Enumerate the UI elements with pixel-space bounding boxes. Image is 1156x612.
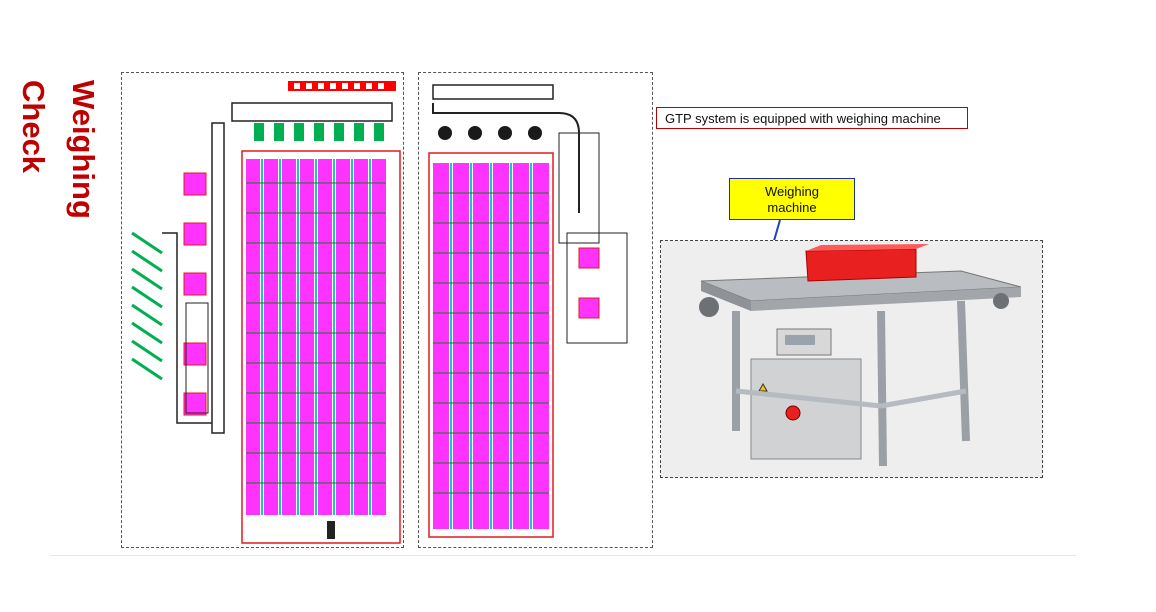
left-layout-plan — [121, 72, 404, 548]
side-conveyor — [211, 122, 225, 434]
rack-aisles — [450, 163, 532, 529]
frame-legs — [732, 300, 970, 467]
right-structure — [558, 132, 600, 244]
top-stations — [254, 123, 384, 141]
right-layout-plan — [418, 72, 653, 548]
conveyor-side — [701, 281, 751, 311]
footer-divider — [50, 555, 1076, 556]
rack-aisles — [261, 159, 371, 515]
side-structure — [185, 302, 209, 414]
top-loop — [432, 84, 554, 100]
weighing-machine-callout: Weighing machine — [729, 178, 855, 220]
callout-line-1: Weighing — [765, 184, 819, 199]
slide-title: Weighing Check — [16, 80, 101, 219]
loop-conveyor — [432, 103, 580, 213]
emergency-stop — [785, 405, 801, 421]
right-workstation-frame — [566, 232, 628, 344]
chute-feed-line — [162, 232, 212, 424]
header-strip-marks — [294, 83, 384, 89]
top-conveyor — [231, 102, 393, 122]
lift-unit — [327, 521, 335, 539]
left-layout-drawing — [131, 81, 401, 544]
right-workstations — [578, 247, 600, 319]
conveyor-front — [751, 287, 1021, 311]
weighing-machine-photo — [660, 240, 1043, 478]
side-workstations — [183, 172, 207, 416]
rack-levels — [246, 182, 386, 484]
rack-levels — [433, 192, 549, 494]
frame-braces — [735, 388, 967, 409]
diagonal-chutes — [131, 231, 163, 381]
rack-columns — [433, 163, 549, 529]
callout-line-2: machine — [767, 200, 817, 215]
system-caption: GTP system is equipped with weighing mac… — [656, 107, 968, 129]
top-pick-stations — [438, 126, 542, 140]
motor-units — [699, 293, 1009, 317]
rack-columns — [246, 159, 386, 515]
red-crate-top — [806, 244, 929, 251]
right-layout-drawing — [428, 84, 628, 538]
control-cabinet — [750, 358, 862, 460]
red-crate — [805, 248, 917, 282]
weighing-machine-illustration — [661, 241, 1042, 477]
display-screen — [785, 335, 815, 345]
warning-sign — [758, 382, 768, 392]
